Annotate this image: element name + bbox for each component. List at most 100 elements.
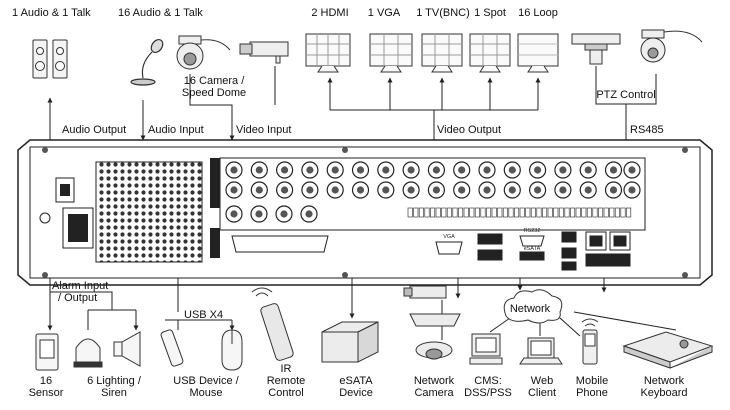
label-alarm-line2: / Output	[58, 292, 97, 304]
vga-port-label: VGA	[443, 234, 455, 240]
label-rs485: RS485	[630, 124, 664, 136]
label-loop: 16 Loop	[518, 7, 558, 19]
rs232-port-label: RS232	[524, 228, 541, 234]
label-video-output: Video Output	[437, 124, 501, 136]
video-loop-bnc-row	[225, 181, 641, 199]
alarm-terminal-pin	[469, 207, 475, 218]
label-lighting-line2: Siren	[101, 387, 127, 399]
alarm-terminal-pin	[598, 207, 604, 218]
ptz-dome-icon	[640, 29, 703, 63]
label-web-line1: Web	[531, 375, 553, 387]
alarm-terminal-pin	[418, 207, 424, 218]
alarm-terminal-pin	[514, 207, 520, 218]
monitor-tv-icon	[421, 33, 463, 73]
alarm-terminal-pin	[586, 207, 592, 218]
box-camera-icon	[239, 41, 289, 64]
alarm-terminal-pin	[491, 207, 497, 218]
label-spot: 1 Spot	[474, 7, 506, 19]
alarm-terminal-pin	[614, 207, 620, 218]
label-usb-device-line1: USB Device /	[173, 375, 239, 387]
usb-stick-icon	[160, 329, 184, 367]
alarm-terminal-pin	[480, 207, 486, 218]
alarm-terminal-block	[407, 207, 632, 218]
label-cms-line1: CMS:	[474, 375, 502, 387]
alarm-terminal-pin	[581, 207, 587, 218]
label-ptz-control: PTZ Control	[596, 89, 655, 101]
ir-remote-icon	[251, 287, 294, 361]
alarm-terminal-pin	[536, 207, 542, 218]
alarm-terminal-pin	[519, 207, 525, 218]
label-audio-talk-1: 1 Audio & 1 Talk	[12, 7, 91, 19]
esata-port-label: eSATA	[524, 246, 541, 252]
monitor-vga-icon	[369, 33, 413, 73]
alarm-terminal-pin	[430, 207, 436, 218]
alarm-terminal-pin	[463, 207, 469, 218]
speaker-icon	[32, 39, 68, 79]
alarm-terminal-pin	[508, 207, 514, 218]
alarm-terminal-pin	[609, 207, 615, 218]
lighting-icon	[73, 338, 103, 368]
speed-dome-icon	[176, 35, 231, 70]
label-audio-input: Audio Input	[148, 124, 204, 136]
label-ir-line3: Control	[268, 387, 303, 399]
network-keyboard-icon	[622, 331, 714, 369]
label-tv: 1 TV(BNC)	[416, 7, 470, 19]
alarm-terminal-pin	[620, 207, 626, 218]
label-hdmi: 2 HDMI	[311, 7, 348, 19]
label-usb-x4: USB X4	[184, 309, 223, 321]
cms-pc-icon	[469, 333, 503, 365]
label-audio-talk-16: 16 Audio & 1 Talk	[118, 7, 203, 19]
label-ir-line2: Remote	[267, 375, 306, 387]
label-audio-output: Audio Output	[62, 124, 126, 136]
monitor-loop-icon	[517, 33, 559, 73]
alarm-terminal-pin	[592, 207, 598, 218]
alarm-terminal-pin	[547, 207, 553, 218]
label-camera-line2: Speed Dome	[182, 87, 246, 99]
mouse-icon	[221, 329, 243, 371]
alarm-terminal-pin	[530, 207, 536, 218]
microphone-icon	[130, 38, 164, 86]
alarm-terminal-pin	[553, 207, 559, 218]
laptop-icon	[519, 337, 563, 365]
label-vga: 1 VGA	[368, 7, 401, 19]
label-netcam-line1: Network	[414, 375, 455, 387]
video-output-bnc-row	[225, 205, 318, 223]
alarm-terminal-pin	[502, 207, 508, 218]
label-lighting-line1: 6 Lighting /	[87, 375, 142, 387]
alarm-terminal-pin	[407, 207, 413, 218]
mobile-phone-icon	[581, 318, 599, 365]
label-keyboard-line2: Keyboard	[640, 387, 687, 399]
ptz-head-icon	[571, 33, 621, 65]
siren-icon	[113, 331, 141, 367]
label-esata-line2: Device	[339, 387, 373, 399]
alarm-terminal-pin	[570, 207, 576, 218]
alarm-terminal-pin	[525, 207, 531, 218]
label-web-line2: Client	[528, 387, 556, 399]
alarm-terminal-pin	[413, 207, 419, 218]
monitor-hdmi-icon	[305, 33, 351, 73]
alarm-terminal-pin	[542, 207, 548, 218]
alarm-terminal-pin	[497, 207, 503, 218]
label-cms-line2: DSS/PSS	[464, 387, 512, 399]
alarm-terminal-pin	[474, 207, 480, 218]
alarm-terminal-pin	[435, 207, 441, 218]
label-camera-line1: 16 Camera /	[184, 75, 245, 87]
video-input-bnc-row	[225, 161, 641, 179]
label-ir-line1: IR	[281, 363, 292, 375]
network-camera-icon	[403, 285, 461, 360]
alarm-terminal-pin	[564, 207, 570, 218]
alarm-terminal-pin	[446, 207, 452, 218]
alarm-terminal-pin	[441, 207, 447, 218]
label-mobile-line2: Phone	[576, 387, 608, 399]
svg-labels: 1 Audio & 1 Talk 16 Audio & 1 Talk 16 Ca…	[12, 7, 688, 399]
alarm-terminal-pin	[458, 207, 464, 218]
label-mobile-line1: Mobile	[576, 375, 608, 387]
label-sensor-line2: Sensor	[29, 387, 64, 399]
label-alarm-line1: Alarm Input	[52, 280, 108, 292]
label-esata-line1: eSATA	[339, 375, 373, 387]
alarm-terminal-pin	[452, 207, 458, 218]
alarm-terminal-pin	[603, 207, 609, 218]
monitor-spot-icon	[469, 33, 511, 73]
